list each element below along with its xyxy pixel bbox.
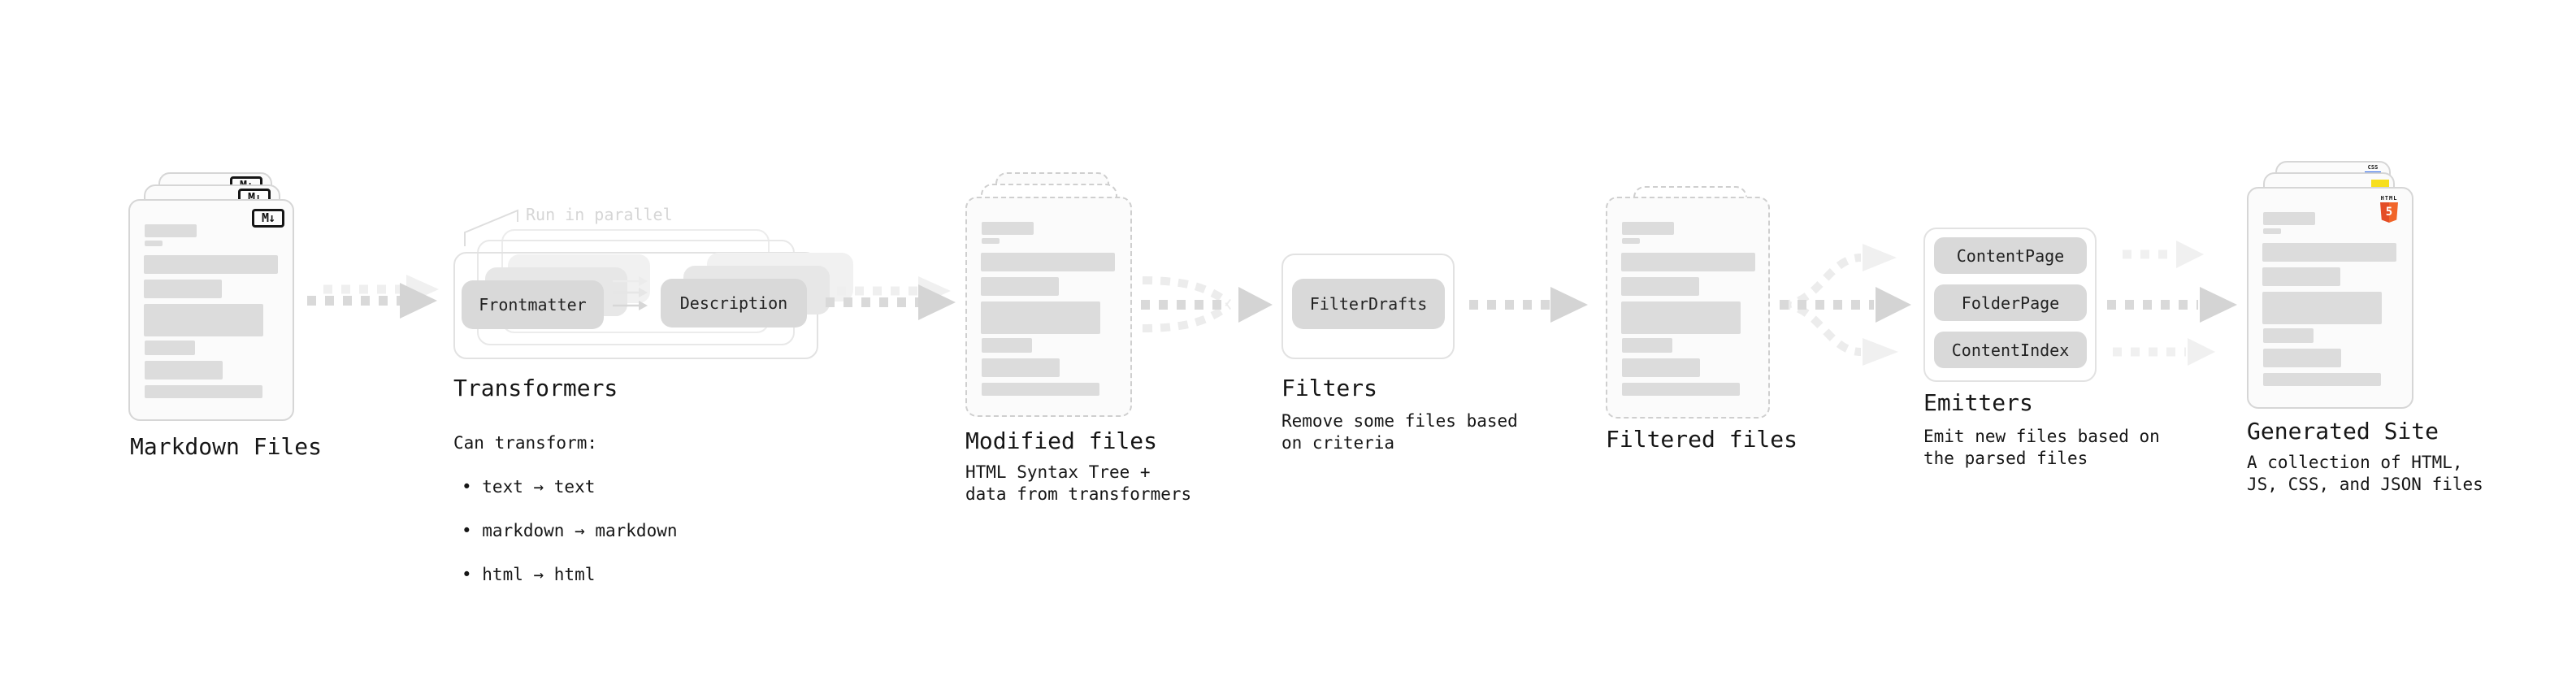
filtered-doc-front	[1606, 197, 1770, 419]
transformers-description: Can transform: • text → text • markdown …	[453, 410, 678, 608]
filterdrafts-chip: FilterDrafts	[1292, 279, 1445, 329]
contentpage-chip: ContentPage	[1934, 237, 2087, 274]
modified-doc-front	[965, 197, 1132, 417]
text-bar	[982, 338, 1032, 353]
stage-title-generated-site: Generated Site	[2247, 418, 2439, 445]
converge-arrows	[1141, 276, 1273, 332]
markdown-icon: M↓	[252, 209, 284, 228]
emitters-box	[1923, 228, 2097, 382]
text-bar	[144, 304, 263, 336]
text-bar	[145, 241, 163, 246]
stage-title-filtered-files: Filtered files	[1606, 426, 1798, 453]
text-bar	[1622, 222, 1674, 235]
text-bar	[1622, 383, 1740, 396]
text-bar	[1622, 338, 1672, 353]
text-bar	[144, 255, 278, 274]
text-bar	[981, 277, 1059, 296]
filters-description: Remove some files based on criteria	[1281, 411, 1518, 453]
emit-arrow-middle	[2107, 287, 2237, 323]
stage-title-filters: Filters	[1281, 375, 1378, 401]
frontmatter-chip: Frontmatter	[462, 280, 604, 329]
html5-label: HTML	[2380, 195, 2398, 202]
text-bar	[145, 224, 197, 237]
parallel-mini-arrows	[613, 276, 648, 310]
stage-title-emitters: Emitters	[1923, 389, 2033, 416]
bullet-item: • markdown → markdown	[462, 521, 678, 540]
html5-shield: 5	[2380, 202, 2398, 223]
diverge-arrows	[1780, 244, 1911, 366]
stage-title-markdown-files: Markdown Files	[130, 433, 323, 460]
text-bar	[144, 280, 222, 298]
folderpage-chip: FolderPage	[1934, 284, 2087, 321]
text-bar	[982, 383, 1099, 396]
text-bar	[1621, 253, 1755, 271]
stage-title-modified-files: Modified files	[965, 427, 1158, 454]
text-bar	[982, 358, 1060, 377]
emit-arrow-bottom	[2113, 338, 2215, 366]
text-bar	[982, 238, 1000, 244]
html5-icon: HTML 5	[2379, 195, 2400, 223]
text-bar	[981, 301, 1100, 334]
text-bar	[2263, 349, 2341, 367]
text-bar	[1622, 238, 1640, 244]
filters-box	[1281, 254, 1455, 359]
run-in-parallel-label: Run in parallel	[526, 205, 673, 224]
contentindex-chip: ContentIndex	[1934, 332, 2087, 368]
text-bar	[145, 361, 223, 380]
flow-arrow	[1469, 287, 1588, 323]
text-bar	[145, 385, 262, 398]
text-bar	[982, 222, 1034, 235]
modified-files-description: HTML Syntax Tree + data from transformer…	[965, 462, 1192, 504]
text-bar	[2262, 267, 2340, 286]
bullet-item: • text → text	[462, 477, 596, 497]
stage-title-transformers: Transformers	[453, 375, 618, 401]
text-bar	[2262, 292, 2382, 324]
markdown-doc-front: M↓	[128, 199, 294, 421]
flow-arrow	[307, 283, 437, 319]
flow-arrow	[826, 284, 956, 320]
generated-site-description: A collection of HTML, JS, CSS, and JSON …	[2247, 453, 2483, 494]
css-label: CSS	[2367, 164, 2379, 171]
text-bar	[145, 340, 195, 355]
description-chip: Description	[661, 279, 807, 327]
text-bar	[2263, 328, 2314, 343]
text-bar	[981, 253, 1115, 271]
emitters-description: Emit new files based on the parsed files	[1923, 427, 2160, 468]
emit-arrow-top	[2123, 241, 2204, 268]
annotation-leader-line	[464, 209, 518, 246]
text-bar	[1621, 277, 1699, 296]
text-bar	[1622, 358, 1700, 377]
text-bar	[2262, 243, 2396, 262]
site-doc-front: HTML 5	[2247, 187, 2413, 409]
text-bar	[2263, 228, 2281, 234]
text-bar	[2263, 212, 2315, 225]
js-badge-icon	[2371, 180, 2389, 188]
bullet-item: • html → html	[462, 565, 596, 584]
text-bar	[1621, 301, 1741, 334]
text-bar	[2263, 373, 2381, 386]
desc-heading: Can transform:	[453, 433, 598, 453]
